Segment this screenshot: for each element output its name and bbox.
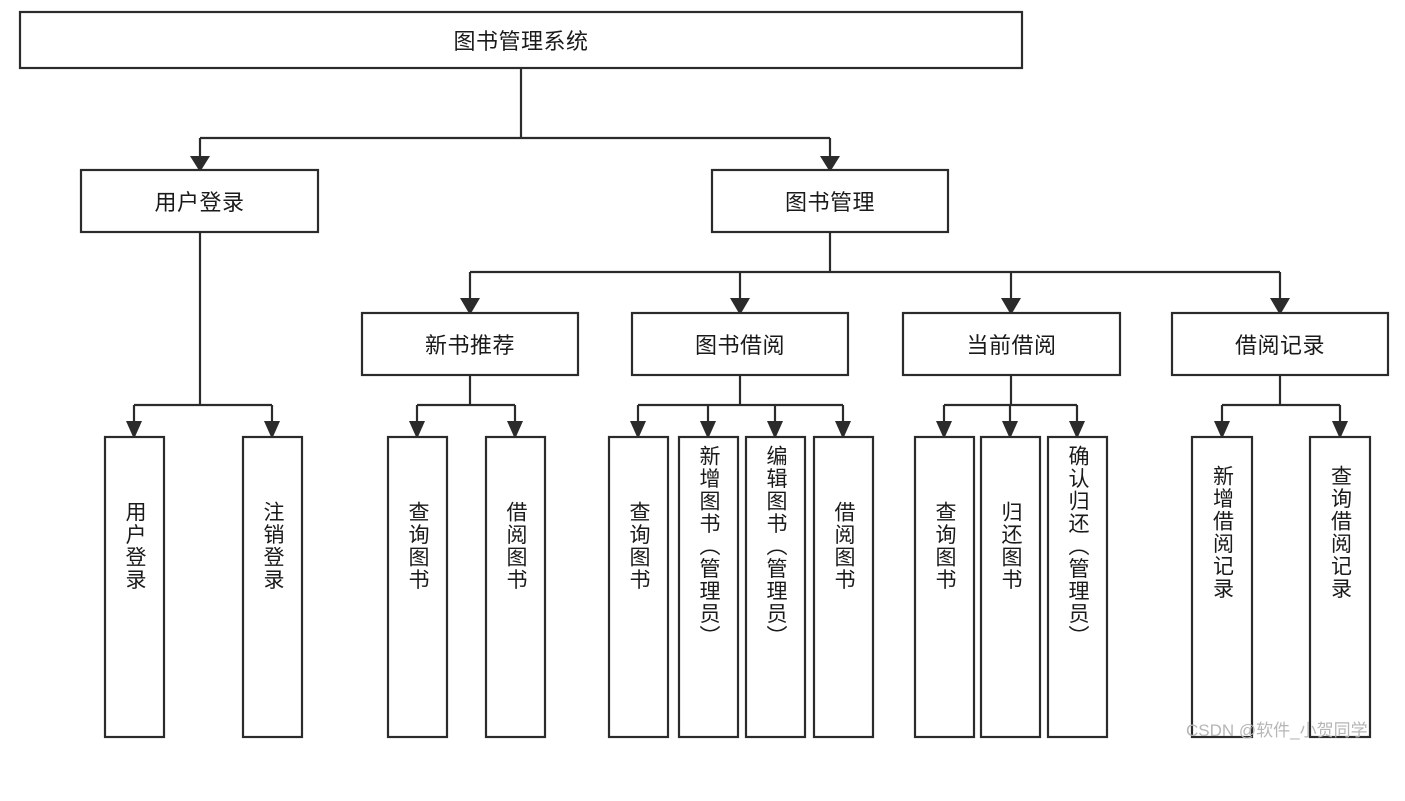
node-box-layer: [18, 10, 1390, 739]
node-leaf-borrow-book-1-box[interactable]: [484, 435, 547, 739]
arrow-to-borrow-record: [1270, 298, 1290, 315]
edge-currentborrow-bus: [942, 375, 1079, 424]
arrow-to-leaf-return-book: [1002, 421, 1018, 439]
arrow-to-leaf-query-record: [1332, 421, 1348, 439]
arrow-to-leaf-edit-book: [767, 421, 783, 439]
node-leaf-add-record-box[interactable]: [1190, 435, 1254, 739]
edge-bookborrow-bus: [636, 375, 845, 424]
arrow-to-leaf-borrow-book-1: [507, 421, 523, 439]
arrow-to-leaf-confirm-return: [1069, 421, 1085, 439]
arrow-to-new-book-rec: [460, 298, 480, 315]
node-leaf-user-login-box[interactable]: [103, 435, 166, 739]
arrow-to-leaf-user-logout: [264, 421, 280, 439]
node-leaf-query-book-1-box[interactable]: [386, 435, 449, 739]
edge-userlogin-bus: [132, 232, 274, 424]
edge-bookmanage-bus: [468, 232, 1282, 300]
node-leaf-return-book-box[interactable]: [979, 435, 1042, 739]
arrow-to-leaf-query-book-1: [409, 421, 425, 439]
node-book-borrow-box[interactable]: [630, 311, 850, 377]
arrow-to-current-borrow: [1001, 298, 1021, 315]
edge-newbook-bus: [415, 375, 517, 424]
node-new-book-rec-box[interactable]: [360, 311, 580, 377]
arrow-to-user-login: [190, 156, 210, 172]
arrow-to-leaf-borrow-book-2: [835, 421, 851, 439]
node-leaf-add-book-box[interactable]: [677, 435, 740, 739]
node-leaf-confirm-return-box[interactable]: [1046, 435, 1109, 739]
node-leaf-query-book-3-box[interactable]: [913, 435, 976, 739]
arrow-to-book-borrow: [730, 298, 750, 315]
node-leaf-user-logout-box[interactable]: [241, 435, 304, 739]
diagram-canvas: [18, 10, 1390, 739]
org-chart-diagram: 图书管理系统 用户登录 图书管理 新书推荐 图书借阅 当前借阅 借阅记录 用户登…: [18, 10, 1390, 740]
edge-root-bus: [198, 68, 832, 158]
node-leaf-edit-book-box[interactable]: [744, 435, 807, 739]
arrow-to-leaf-user-login: [126, 421, 142, 439]
arrow-to-leaf-add-book: [700, 421, 716, 439]
connector-layer: [132, 68, 1342, 424]
node-book-manage-box[interactable]: [710, 168, 950, 234]
node-borrow-record-box[interactable]: [1170, 311, 1390, 377]
node-current-borrow-box[interactable]: [901, 311, 1122, 377]
node-leaf-borrow-book-2-box[interactable]: [812, 435, 875, 739]
arrowhead-layer: [126, 156, 1348, 439]
arrow-to-leaf-query-book-3: [936, 421, 952, 439]
node-user-login-box[interactable]: [79, 168, 320, 234]
node-root-box[interactable]: [18, 10, 1024, 70]
arrow-to-book-manage: [820, 156, 840, 172]
edge-borrowrecord-bus: [1220, 375, 1342, 424]
arrow-to-leaf-query-book-2: [630, 421, 646, 439]
node-leaf-query-book-2-box[interactable]: [607, 435, 670, 739]
arrow-to-leaf-add-record: [1214, 421, 1230, 439]
node-leaf-query-record-box[interactable]: [1308, 435, 1372, 739]
